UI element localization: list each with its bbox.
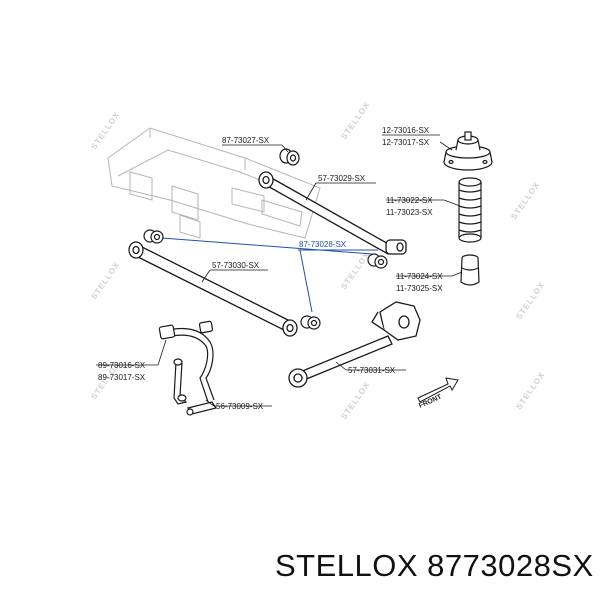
label-87-73027: 87-73027-SX [222, 136, 270, 145]
watermark: STELLOX [339, 100, 372, 141]
watermark: STELLOX [339, 250, 372, 291]
label-12-73017: 12-73017-SX [382, 138, 430, 147]
label-57-73031: 57-73031-SX [348, 366, 396, 375]
highlight-leaders [161, 237, 378, 313]
watermark: STELLOX [89, 260, 122, 301]
label-89-73016: 89-73016-SX [98, 361, 146, 370]
highlighted-bushings [143, 229, 388, 330]
lower-control-arm [128, 241, 298, 337]
stabilizer-bar [158, 320, 217, 416]
product-caption: STELLOX 8773028SX [275, 548, 594, 583]
label-12-73016: 12-73016-SX [382, 126, 430, 135]
bushing-87-73028-lower [300, 315, 321, 330]
watermark: STELLOX [509, 180, 542, 221]
subframe [107, 127, 321, 239]
strut-mount [443, 131, 493, 171]
part-labels: 87-73027-SX 12-73016-SX 12-73017-SX 57-7… [98, 126, 443, 411]
label-56-73009: 56-73009-SX [216, 402, 264, 411]
bushing-87-73028-left [143, 229, 164, 244]
watermark: STELLOX [339, 380, 372, 421]
watermark: STELLOX [514, 280, 547, 321]
label-11-73025: 11-73025-SX [396, 284, 443, 293]
dust-boot [458, 177, 482, 243]
bushing-87-73028-right [367, 253, 388, 269]
label-87-73028: 87-73028-SX [299, 240, 347, 249]
bump-stop [460, 254, 480, 286]
front-arrow: FRONT [417, 377, 459, 410]
label-89-73017: 89-73017-SX [98, 373, 146, 382]
label-11-73023: 11-73023-SX [386, 208, 433, 217]
watermark: STELLOX [514, 370, 547, 411]
lateral-arm [288, 301, 421, 388]
label-11-73024: 11-73024-SX [396, 272, 443, 281]
label-11-73022: 11-73022-SX [386, 196, 433, 205]
label-57-73029: 57-73029-SX [318, 174, 366, 183]
bushing-87-73027 [279, 148, 300, 166]
watermark: STELLOX [89, 110, 122, 151]
label-leaders [96, 134, 463, 407]
upper-control-arm [258, 171, 407, 255]
label-57-73030: 57-73030-SX [212, 261, 260, 270]
